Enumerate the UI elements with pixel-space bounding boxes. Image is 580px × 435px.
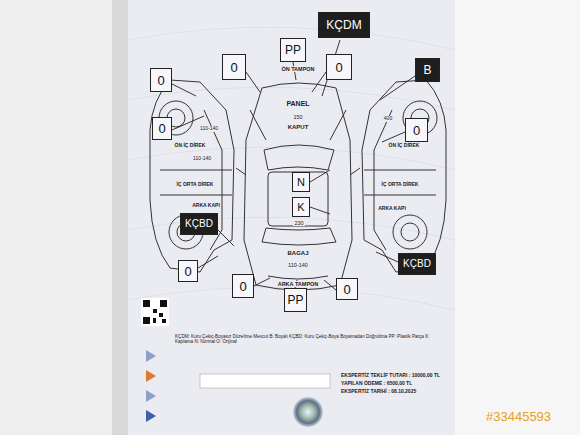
measurement: 230 <box>293 220 304 226</box>
code-text: 0 <box>184 265 191 278</box>
code-text: 0 <box>157 74 164 87</box>
code-box: N <box>292 172 310 192</box>
code-text: B <box>423 64 431 76</box>
measurement: 110-140 <box>199 126 219 132</box>
code-text: 0 <box>239 280 246 293</box>
code-box-dark: KÇBD <box>180 213 218 235</box>
watermark: #33445593 <box>486 410 551 425</box>
part-name: ARKA TAMPON <box>277 281 320 287</box>
fee-line: YAPILAN ÖDEME : 6500,00 TL <box>340 381 413 387</box>
code-text: 0 <box>230 61 237 74</box>
part-name: KAPUT <box>287 124 310 131</box>
code-box: 0 <box>178 260 198 282</box>
part-name: İÇ ORTA DİREK <box>381 182 420 188</box>
code-box-dark: KÇDM <box>318 12 370 38</box>
code-text: K <box>297 202 304 213</box>
code-box: K <box>292 197 310 217</box>
part-name: ARKA KAPI <box>377 206 407 212</box>
code-box: 0 <box>222 54 246 80</box>
hologram-seal <box>293 397 323 427</box>
code-text: KÇBD <box>185 219 213 229</box>
code-box-dark: KÇBD <box>398 253 436 275</box>
part-name: ÖN İÇ DİREK <box>388 143 421 149</box>
code-box: 0 <box>405 118 428 142</box>
code-box-dark: B <box>415 58 440 82</box>
code-box: 0 <box>326 54 352 80</box>
code-text: 0 <box>413 124 420 137</box>
measurement: 400 <box>383 116 393 122</box>
part-name: BAGAJ <box>286 250 309 257</box>
code-box: PP <box>280 38 306 62</box>
code-text: KÇDM <box>326 19 361 31</box>
code-box: PP <box>284 288 307 312</box>
measurement: 150 <box>292 114 303 120</box>
code-text: 0 <box>158 122 165 135</box>
code-text: PP <box>287 294 303 306</box>
part-name: ARKA KAPI <box>191 203 221 209</box>
measurement: 110-140 <box>192 156 212 162</box>
code-text: 0 <box>343 283 350 296</box>
measurement: 110-140 <box>287 262 309 268</box>
code-box: 0 <box>152 117 172 140</box>
code-box: 0 <box>150 68 172 92</box>
fee-line: EKSPERTİZ TEKLİF TUTARI : 10000,00 TL <box>340 373 441 379</box>
code-box: 0 <box>336 278 358 300</box>
code-box: 0 <box>232 274 254 298</box>
legend-note: KÇDM: Kuru Çekiç-Boyasız Düzeltme Mevcut… <box>174 334 446 345</box>
part-name: ÖN TAMPON <box>280 66 315 72</box>
fee-line: EKSPERTİZ TARİHİ : 08.10.2025 <box>340 389 417 395</box>
part-name: İÇ ORTA DİREK <box>176 182 215 188</box>
code-text: 0 <box>335 61 342 74</box>
code-text: PP <box>285 44 301 56</box>
code-text: N <box>297 177 305 188</box>
code-text: KÇBD <box>403 259 431 269</box>
part-name: PANEL <box>285 100 310 108</box>
part-name: ÖN İÇ DİREK <box>174 143 207 149</box>
qr-code <box>141 298 169 326</box>
